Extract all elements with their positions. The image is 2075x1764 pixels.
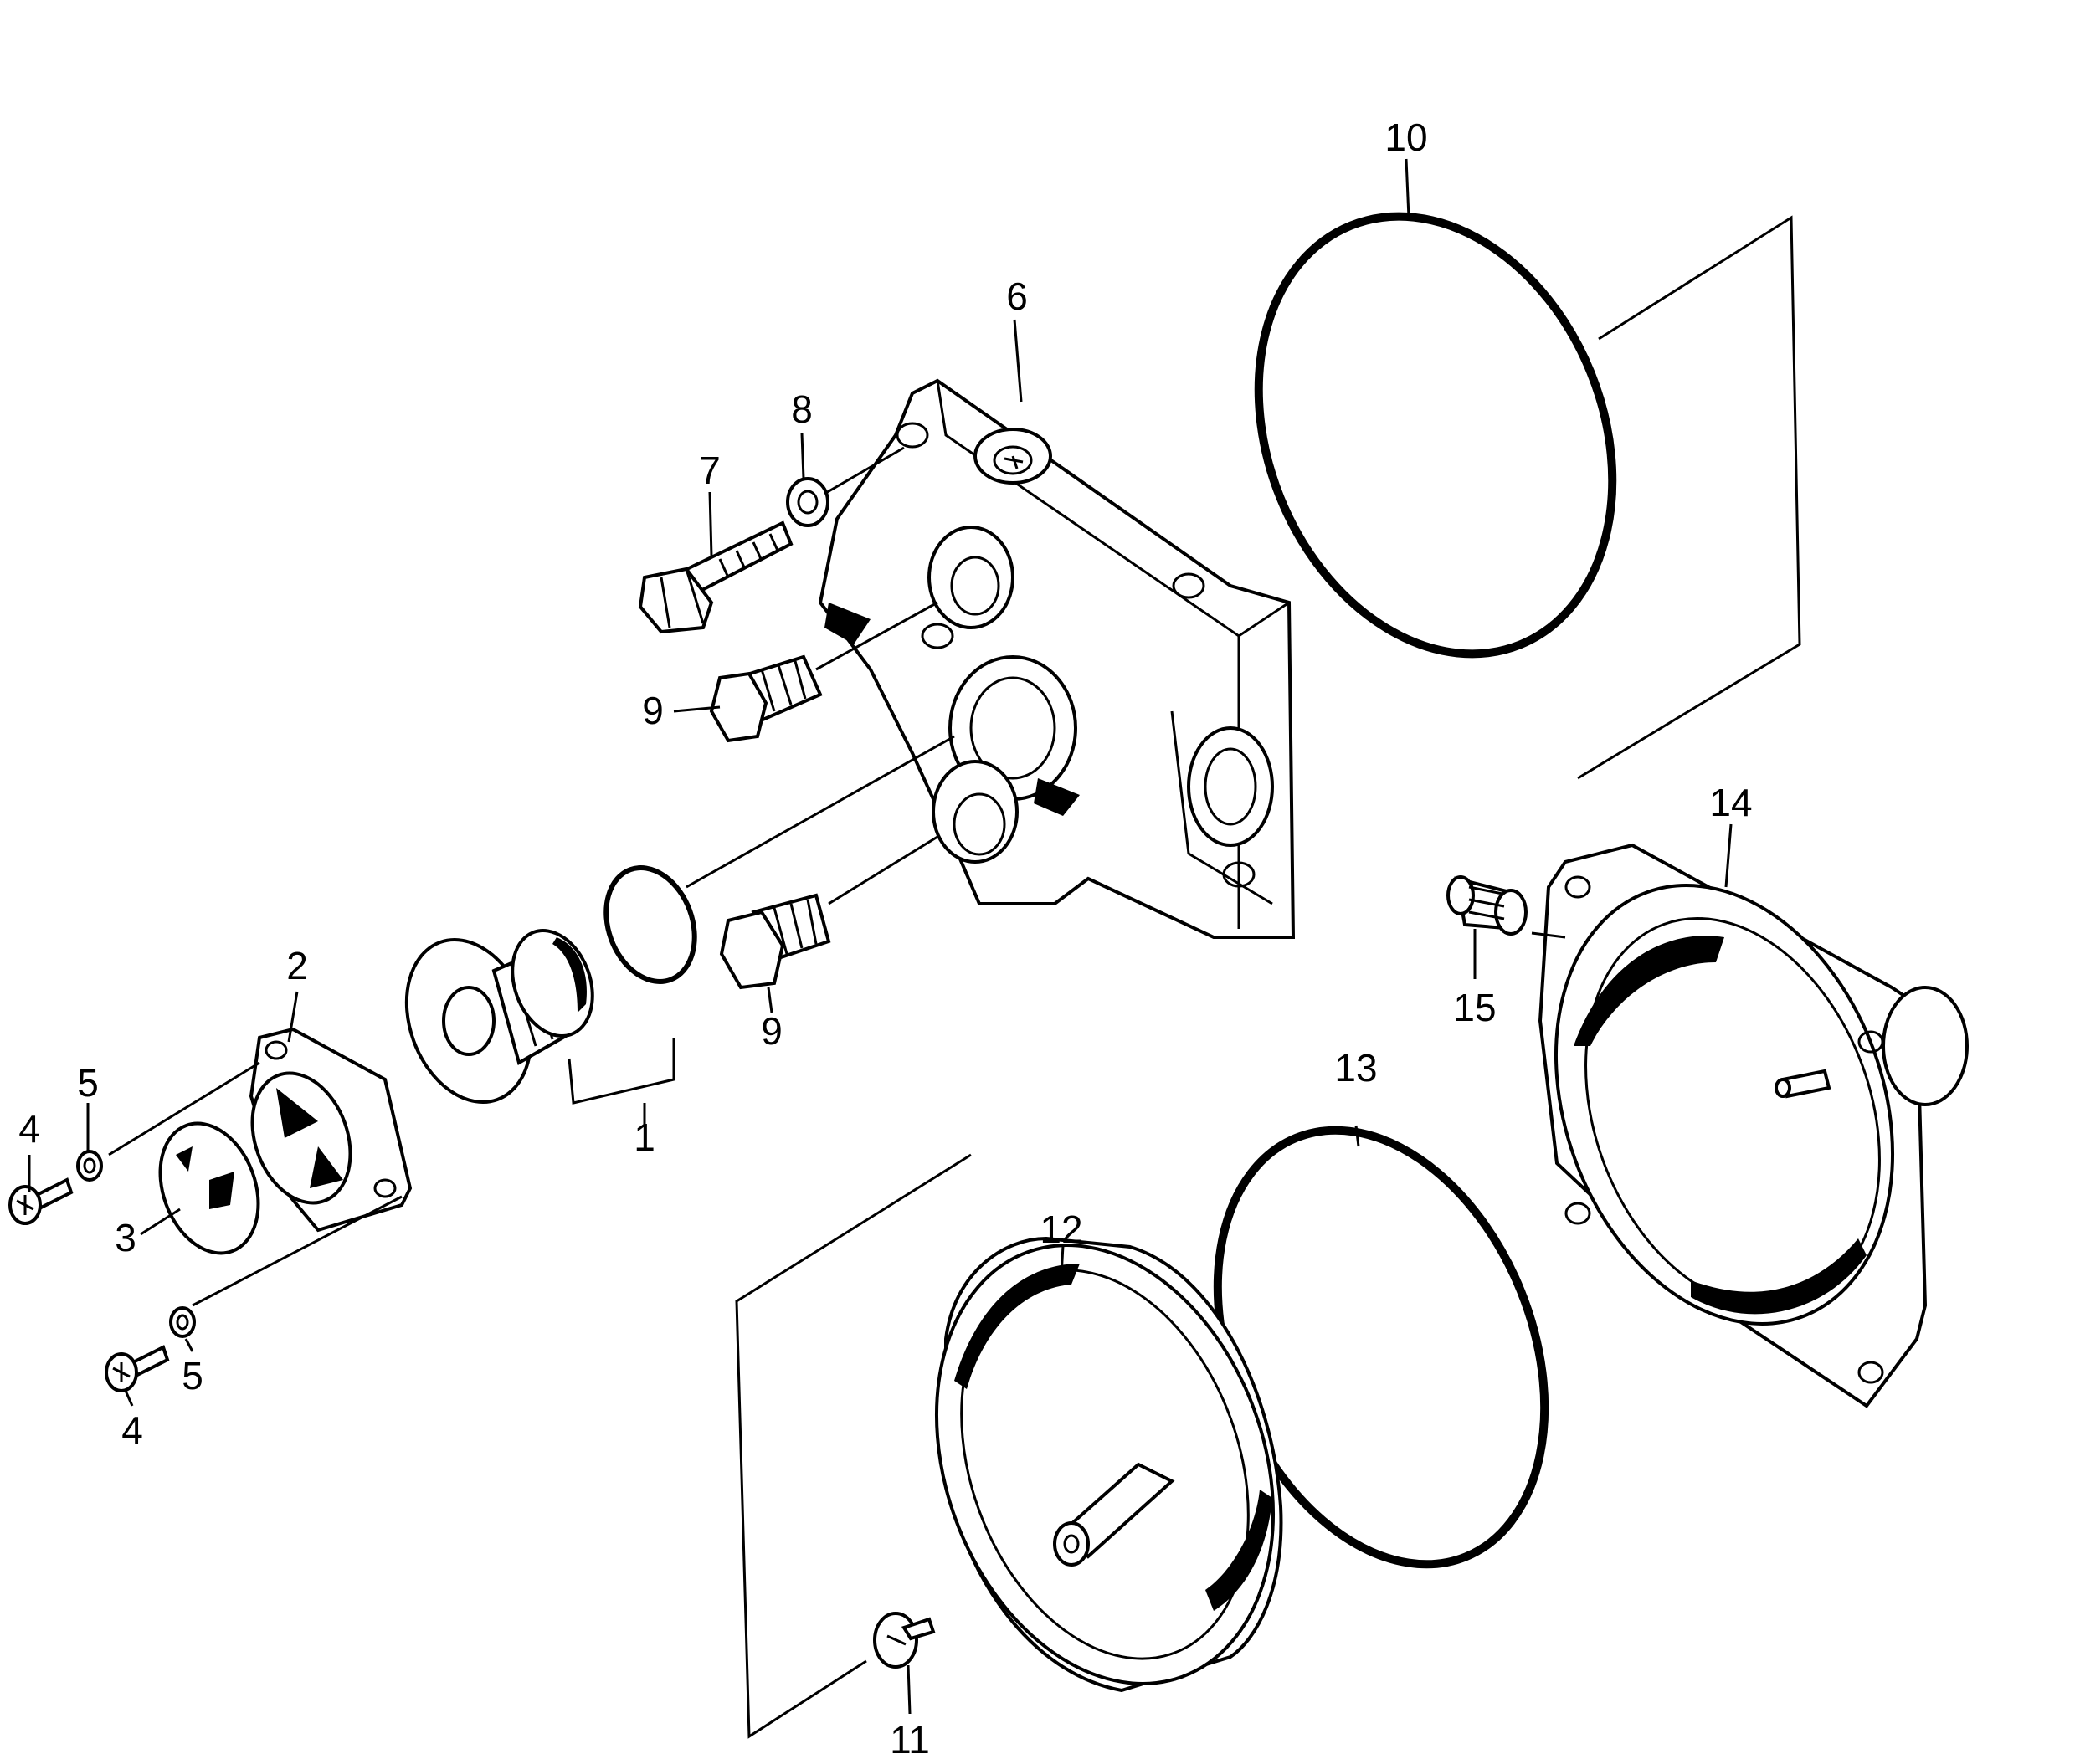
callout-3: 3 xyxy=(115,1216,136,1259)
plug-part xyxy=(1446,875,1528,936)
bolt-part xyxy=(638,520,794,634)
callout-13: 13 xyxy=(1334,1046,1377,1090)
callout-9-upper: 9 xyxy=(642,689,664,732)
callout-7: 7 xyxy=(699,449,721,492)
callout-12: 12 xyxy=(1040,1208,1082,1251)
callout-1: 1 xyxy=(634,1115,655,1159)
washer-part xyxy=(786,477,829,527)
small-screw-part xyxy=(873,1612,936,1669)
callout-5-upper: 5 xyxy=(77,1061,99,1105)
pump-housing-part xyxy=(818,378,1296,939)
cover-part xyxy=(249,1027,413,1233)
washer-part-upper xyxy=(76,1150,103,1182)
upper-plug-part xyxy=(709,654,823,743)
callout-9-lower: 9 xyxy=(761,1009,783,1053)
callout-4-upper: 4 xyxy=(18,1107,40,1151)
lower-plug-part xyxy=(719,893,831,990)
callout-4-lower: 4 xyxy=(121,1408,143,1452)
callout-10: 10 xyxy=(1384,115,1427,159)
callout-2: 2 xyxy=(286,944,308,987)
disc-part xyxy=(158,1121,260,1255)
callout-5-lower: 5 xyxy=(182,1354,203,1397)
callout-8: 8 xyxy=(791,387,813,431)
assembly-lines xyxy=(108,215,1801,1739)
callout-6: 6 xyxy=(1006,274,1028,318)
outlet-housing-part xyxy=(1538,843,1969,1408)
callout-14: 14 xyxy=(1709,781,1752,824)
nozzle-part xyxy=(934,1236,1283,1693)
callout-11: 11 xyxy=(890,1718,930,1761)
callout-labels: 1 2 3 4 4 5 5 6 7 8 9 9 10 11 12 13 14 1… xyxy=(18,115,1752,1761)
washer-part-lower xyxy=(169,1306,196,1338)
callout-15: 15 xyxy=(1453,986,1496,1029)
callout-leaders xyxy=(28,158,1733,1715)
screw-part-upper xyxy=(8,1177,74,1225)
screw-part-lower xyxy=(105,1345,170,1392)
valve-assembly-part xyxy=(404,865,697,1104)
large-o-ring-part xyxy=(1254,212,1617,659)
